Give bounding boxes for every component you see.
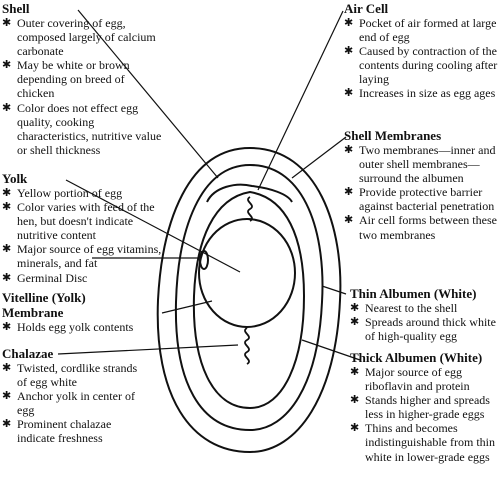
label-shell: Shell Outer covering of egg, composed la… xyxy=(2,1,162,157)
leader-line-vitelline xyxy=(161,300,213,314)
germinal-disc xyxy=(199,250,209,270)
bullet-item: Outer covering of egg, composed largely … xyxy=(2,16,162,58)
bullet-item: Nearest to the shell xyxy=(350,301,500,315)
thick-albumen-heading: Thick Albumen (White) xyxy=(350,350,483,365)
air-cell-bullets: Pocket of air formed at large end of egg… xyxy=(344,16,498,101)
label-air-cell: Air Cell Pocket of air formed at large e… xyxy=(344,1,498,101)
bullet-item: Major source of egg riboflavin and prote… xyxy=(350,365,500,393)
bullet-item: Pocket of air formed at large end of egg xyxy=(344,16,498,44)
bullet-item: Stands higher and spreads less in higher… xyxy=(350,393,500,421)
air-cell-curve xyxy=(206,183,293,203)
yolk-bullets: Yellow portion of egg Color varies with … xyxy=(2,186,170,285)
leader-line-chalazae xyxy=(57,344,239,355)
label-shell-membranes: Shell Membranes Two membranes—inner and … xyxy=(344,128,500,242)
vitelline-heading: Vitelline (Yolk) Membrane xyxy=(2,290,86,320)
label-thin-albumen: Thin Albumen (White) Nearest to the shel… xyxy=(350,286,500,343)
thin-albumen-bullets: Nearest to the shell Spreads around thic… xyxy=(350,301,500,343)
label-thick-albumen: Thick Albumen (White) Major source of eg… xyxy=(350,350,500,464)
label-vitelline: Vitelline (Yolk) Membrane Holds egg yolk… xyxy=(2,290,134,334)
bullet-item: Color does not effect egg quality, cooki… xyxy=(2,101,162,157)
shell-membranes-bullets: Two membranes—inner and outer shell memb… xyxy=(344,143,500,242)
bullet-item: Two membranes—inner and outer shell memb… xyxy=(344,143,500,185)
bullet-item: Spreads around thick white of high-quali… xyxy=(350,315,500,343)
air-cell-heading: Air Cell xyxy=(344,1,389,16)
shell-bullets: Outer covering of egg, composed largely … xyxy=(2,16,162,157)
chalazae-bullets: Twisted, cordlike strands of egg white A… xyxy=(2,361,150,446)
thick-albumen-outline xyxy=(192,190,306,410)
bullet-item: May be white or brown depending on breed… xyxy=(2,58,162,100)
bullet-item: Air cell forms between these two membran… xyxy=(344,213,500,241)
yolk-circle xyxy=(198,218,296,328)
bullet-item: Major source of egg vitamins, minerals, … xyxy=(2,242,170,270)
yolk-heading: Yolk xyxy=(2,171,28,186)
thin-albumen-heading: Thin Albumen (White) xyxy=(350,286,477,301)
bullet-item: Color varies with feed of the hen, but d… xyxy=(2,200,170,242)
upper-chalaza xyxy=(247,196,253,222)
shell-membranes-heading: Shell Membranes xyxy=(344,128,442,143)
thin-albumen-outline xyxy=(174,163,324,432)
chalazae-heading: Chalazae xyxy=(2,346,54,361)
eggshell-outline xyxy=(156,146,342,454)
leader-line-air-cell xyxy=(257,10,344,191)
label-chalazae: Chalazae Twisted, cordlike strands of eg… xyxy=(2,346,150,446)
label-yolk: Yolk Yellow portion of egg Color varies … xyxy=(2,171,170,285)
leader-line-thick-albumen xyxy=(301,339,361,361)
bullet-item: Anchor yolk in center of egg xyxy=(2,389,150,417)
vitelline-bullets: Holds egg yolk contents xyxy=(2,320,134,334)
bullet-item: Prominent chalazae indicate freshness xyxy=(2,417,150,445)
bullet-item: Thins and becomes indistinguishable from… xyxy=(350,421,500,463)
thick-albumen-bullets: Major source of egg riboflavin and prote… xyxy=(350,365,500,464)
shell-heading: Shell xyxy=(2,1,30,16)
bullet-item: Germinal Disc xyxy=(2,271,170,285)
bullet-item: Caused by contraction of the contents du… xyxy=(344,44,498,86)
bullet-item: Yellow portion of egg xyxy=(2,186,170,200)
bullet-item: Provide protective barrier against bacte… xyxy=(344,185,500,213)
leader-line-shell-membranes xyxy=(291,136,347,179)
leader-line-thin-albumen xyxy=(321,285,347,295)
bullet-item: Increases in size as egg ages xyxy=(344,86,498,100)
lower-chalaza xyxy=(244,327,250,365)
bullet-item: Twisted, cordlike strands of egg white xyxy=(2,361,150,389)
bullet-item: Holds egg yolk contents xyxy=(2,320,134,334)
